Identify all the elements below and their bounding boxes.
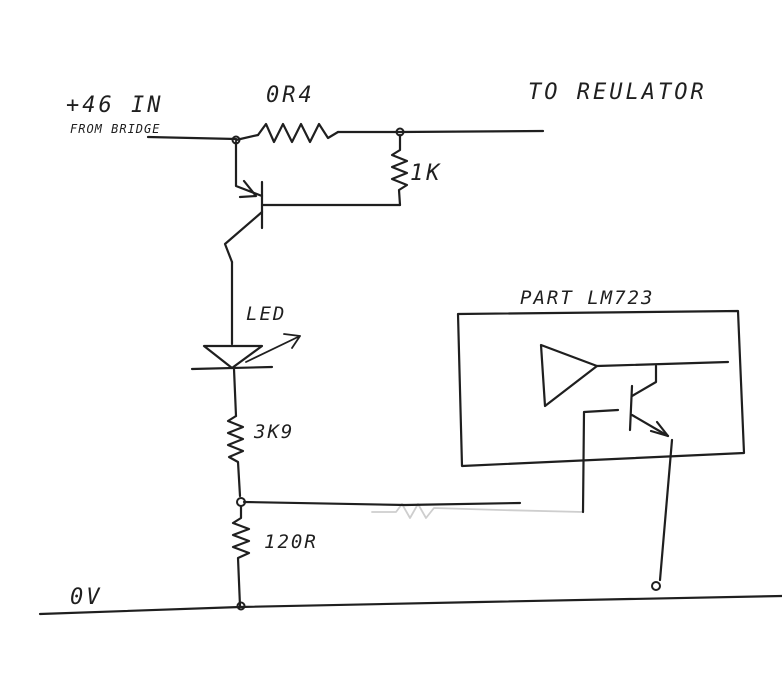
input-wire <box>146 135 238 141</box>
sense-wire <box>242 500 522 507</box>
resistor-3k9-label: 3K9 <box>253 421 294 443</box>
base-resistor <box>390 133 409 207</box>
ground-node-right <box>651 581 661 591</box>
ground-label: 0V <box>70 585 103 610</box>
sense-resistor-label: 0R4 <box>266 83 315 108</box>
ic-amp-output <box>595 360 730 368</box>
ground-rail <box>38 594 782 616</box>
faint-resistor-trace <box>371 503 584 519</box>
ic-transistor-emitter <box>630 413 670 438</box>
input-voltage-label: +46 IN <box>66 93 163 118</box>
resistor-120r <box>231 504 251 608</box>
ic-transistor-base <box>628 384 634 432</box>
ic-part-label: PART LM723 <box>520 287 654 309</box>
ic-transistor-collector <box>630 364 658 398</box>
ic-amplifier <box>539 343 599 408</box>
base-resistor-label: 1K <box>410 161 443 186</box>
rail-wire-left <box>234 133 260 142</box>
input-source-label: FROM BRIDGE <box>70 122 160 136</box>
led-label: LED <box>246 303 286 325</box>
resistor-120r-label: 120R <box>264 531 318 553</box>
led-emission-arrow <box>245 333 301 363</box>
output-label: TO REULATOR <box>528 80 707 105</box>
ic-input-wire <box>581 408 620 514</box>
rail-wire-right <box>336 129 545 134</box>
sense-resistor <box>256 122 340 144</box>
ic-ground-wire <box>658 438 674 582</box>
ic-outline <box>456 309 746 468</box>
ic-transistor-arrow <box>649 420 670 438</box>
transistor-emitter-arrow <box>238 179 258 199</box>
led-symbol <box>202 344 264 370</box>
led-cathode-bar <box>190 365 274 371</box>
led-out-wire <box>232 367 238 418</box>
resistor-3k9 <box>226 414 245 498</box>
ground-node-left <box>236 601 246 611</box>
transistor-collector <box>223 210 264 264</box>
